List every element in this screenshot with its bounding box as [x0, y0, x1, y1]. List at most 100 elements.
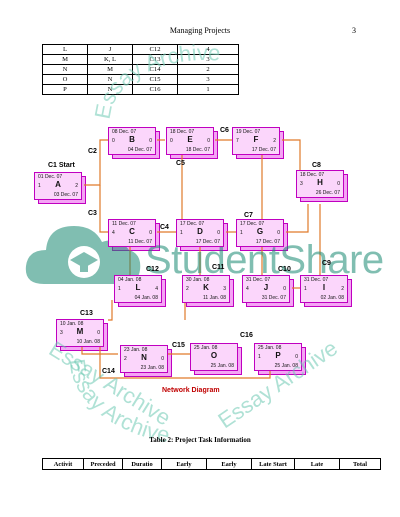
node-value: 4	[246, 286, 249, 292]
node-value: 1	[118, 286, 121, 292]
node-start-date: 31 Dec. 07	[304, 277, 329, 283]
node-start-date: 30 Jan. 08	[186, 277, 210, 283]
node-letter: C	[129, 227, 135, 236]
node-value: 0	[295, 354, 298, 360]
node-start-date: 23 Jan. 08	[124, 347, 148, 353]
node-end-date: 23 Jan. 08	[140, 365, 164, 371]
node-value: 0	[170, 138, 173, 144]
node-N: 23 Jan. 08 2 N 0 23 Jan. 08	[120, 345, 172, 377]
node-letter: M	[76, 327, 84, 336]
connector-label: C3	[88, 210, 97, 217]
connector-line	[81, 345, 118, 355]
node-start-date: 17 Dec. 07	[180, 221, 205, 227]
running-header-title: Managing Projects	[169, 26, 231, 35]
node-value: 0	[149, 138, 152, 144]
node-letter: B	[129, 135, 135, 144]
node-value: 0	[161, 356, 164, 362]
node-start-date: 31 Dec. 07	[246, 277, 271, 283]
node-value: 1	[258, 354, 261, 360]
node-end-date: 03 Dec. 07	[53, 192, 78, 198]
connector-label: C2	[88, 148, 97, 155]
node-M: 10 Jan. 08 3 M 0 10 Jan. 08	[56, 319, 108, 351]
node-letter: N	[141, 353, 147, 362]
connector-line	[99, 345, 271, 379]
node-end-date: 31 Dec. 07	[261, 295, 286, 301]
node-value: 3	[300, 181, 303, 187]
node-K: 30 Jan. 08 2 K 3 11 Jan. 08	[182, 275, 234, 307]
connector-label: C12	[146, 266, 159, 273]
column-header: Late	[294, 458, 340, 470]
node-start-date: 18 Dec. 07	[300, 172, 325, 178]
column-header: Early	[206, 458, 252, 470]
connector-label: C4	[160, 224, 169, 231]
node-letter: A	[55, 180, 61, 189]
node-letter: K	[203, 283, 209, 292]
node-E: 18 Dec. 07 0 E 0 18 Dec. 07	[166, 127, 218, 159]
node-B: 08 Dec. 07 0 B 0 04 Dec. 07	[108, 127, 160, 159]
connector-label: C6	[220, 127, 229, 134]
node-C: 11 Dec. 07 4 C 0 11 Dec. 07	[108, 219, 160, 251]
activity-table: L J C12 4 M K, L C13 3 N M C14 2 O N C15…	[42, 44, 239, 95]
node-start-date: 04 Jan. 08	[118, 277, 142, 283]
node-letter: O	[210, 351, 218, 360]
node-D: 17 Dec. 07 1 D 0 17 Dec. 07	[176, 219, 228, 251]
node-value: 2	[75, 183, 78, 189]
node-start-date: 10 Jan. 08	[60, 321, 84, 327]
connector-label: C16	[240, 332, 253, 339]
node-letter: E	[187, 135, 193, 144]
connector-label: C7	[244, 212, 253, 219]
node-start-date: 01 Dec. 07	[38, 174, 63, 180]
node-I: 31 Dec. 07 1 I 2 02 Jan. 08	[300, 275, 352, 307]
column-header: Duratio	[122, 458, 162, 470]
node-end-date: 25 Jan. 08	[210, 363, 234, 369]
connector-label: C10	[278, 266, 291, 273]
node-letter: I	[322, 283, 326, 292]
column-header: Late Start	[251, 458, 295, 470]
column-header: Total	[339, 458, 381, 470]
node-value: 2	[186, 286, 189, 292]
connector-label: C15	[172, 342, 185, 349]
node-value: 4	[112, 230, 115, 236]
node-value: 4	[155, 286, 158, 292]
node-end-date: 25 Jan. 08	[274, 363, 298, 369]
node-letter: F	[253, 135, 259, 144]
node-value: 0	[337, 181, 340, 187]
node-value: 0	[277, 230, 280, 236]
node-value: 0	[207, 138, 210, 144]
node-value: 0	[283, 286, 286, 292]
node-start-date: 17 Dec. 07	[240, 221, 265, 227]
node-letter: H	[317, 178, 323, 187]
node-end-date: 17 Dec. 07	[195, 239, 220, 245]
node-H: 18 Dec. 07 3 H 0 26 Dec. 07	[296, 170, 348, 202]
node-value: 2	[124, 356, 127, 362]
node-end-date: 17 Dec. 07	[255, 239, 280, 245]
connector-line	[99, 185, 108, 233]
connector-line	[282, 139, 301, 176]
node-letter: P	[275, 351, 281, 360]
node-G: 17 Dec. 07 1 G 0 17 Dec. 07	[236, 219, 288, 251]
connector-line	[286, 204, 309, 233]
connector-line	[108, 300, 113, 321]
node-letter: L	[135, 283, 141, 292]
connector-label: C11	[212, 264, 225, 271]
node-value: 0	[97, 330, 100, 336]
node-O: 25 Jan. 08 O 25 Jan. 08	[190, 343, 242, 375]
node-value: 1	[240, 230, 243, 236]
table-cell: 1	[177, 84, 239, 95]
node-letter: G	[256, 227, 264, 236]
connector-label: C8	[312, 162, 321, 169]
watermark-phrase-top: Essay Archive	[90, 40, 222, 121]
network-diagram-caption: Network Diagram	[162, 387, 220, 394]
connector-label: C9	[322, 260, 331, 267]
node-start-date: 25 Jan. 08	[258, 345, 282, 351]
column-header: Activit	[42, 458, 84, 470]
node-value: 7	[236, 138, 239, 144]
node-end-date: 18 Dec. 07	[185, 147, 210, 153]
node-value: 0	[217, 230, 220, 236]
connector-label: C13	[80, 310, 93, 317]
node-end-date: 04 Dec. 07	[127, 147, 152, 153]
table-row: P N C16 1	[42, 84, 239, 95]
node-value: 1	[38, 183, 41, 189]
table-header-row: Activit Preceded Duratio Early Early Lat…	[42, 458, 381, 470]
